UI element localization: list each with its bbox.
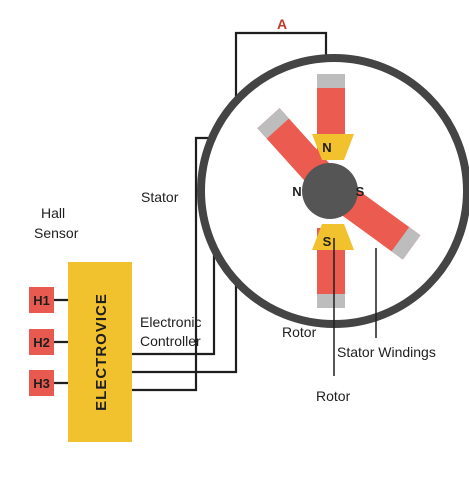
hall-sensor-h1-label: H1 <box>33 293 50 308</box>
controller-brand: ELECTROVICE <box>93 293 110 411</box>
stator-label: Stator <box>141 189 179 205</box>
hall-sensor-h2-label: H2 <box>33 335 50 350</box>
wire-a <box>130 31 328 374</box>
stator-windings-label: Stator Windings <box>337 344 436 360</box>
magnet-bottom <box>312 224 354 250</box>
hall-sensor-label-line2: Sensor <box>34 225 79 241</box>
hall-sensor-h1: H1 <box>29 287 54 313</box>
hall-sensor-label-line1: Hall <box>41 205 65 221</box>
hall-sensor-h2: H2 <box>29 329 54 355</box>
electronic-controller-box <box>68 262 132 442</box>
magnet-top <box>312 134 354 160</box>
hall-sensor-h3: H3 <box>29 370 54 396</box>
rotor-label-left: Rotor <box>282 324 317 340</box>
hall-sensor-h3-label: H3 <box>33 376 50 391</box>
rotor-label-bottom: Rotor <box>316 388 351 404</box>
rotor-core <box>302 163 358 219</box>
pole-left-label: N <box>292 184 301 199</box>
pole-top-label: N <box>322 140 331 155</box>
pointer-lines <box>333 238 377 376</box>
electronic-controller-label-line1: Electronic <box>140 314 201 330</box>
motor: N N S S <box>197 54 469 328</box>
wire-a-label: A <box>277 16 287 32</box>
stator-winding-lower-right <box>336 187 421 260</box>
pole-right-label: S <box>356 184 365 199</box>
electronic-controller-label-line2: Controller <box>140 333 201 349</box>
pole-bottom-label: S <box>323 234 332 249</box>
